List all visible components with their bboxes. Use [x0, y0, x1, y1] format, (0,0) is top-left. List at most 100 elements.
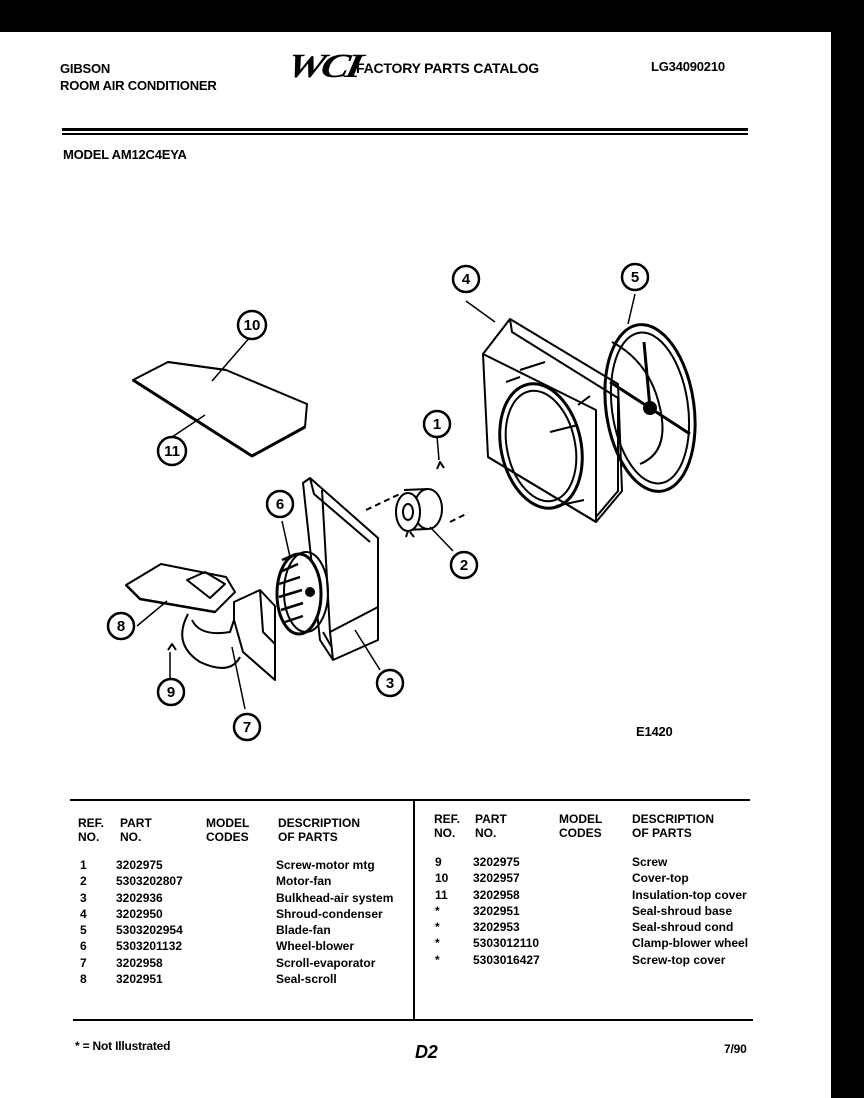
header-rule-bottom	[62, 133, 748, 135]
callout-9: 9	[156, 677, 186, 707]
table-row: 2 5303202807 Motor-fan	[80, 874, 416, 890]
header-ref-right: REF.NO.	[434, 812, 461, 840]
part-number-cell: 5303202807	[116, 874, 183, 889]
table-divider	[413, 801, 415, 1019]
svg-text:5: 5	[631, 269, 639, 286]
callout-8: 8	[106, 611, 136, 641]
description-cell: Seal-shroud base	[632, 903, 733, 918]
table-rule-bottom	[73, 1019, 753, 1021]
svg-text:2: 2	[460, 557, 468, 574]
part-number-cell: 3202957	[473, 871, 520, 886]
part-number-cell: 5303202954	[116, 923, 183, 938]
svg-text:4: 4	[462, 271, 471, 288]
ref-cell: 6	[80, 939, 87, 954]
table-row: 5 5303202954 Blade-fan	[80, 923, 416, 939]
part-number-cell: 3202975	[473, 855, 520, 869]
model-codes-cell	[206, 874, 276, 890]
model-codes-cell	[563, 936, 632, 952]
model-codes-cell	[563, 904, 632, 920]
table-rule-top	[70, 799, 750, 801]
model-codes-cell	[563, 953, 632, 969]
description-cell: Motor-fan	[276, 874, 332, 889]
ref-cell: 9	[435, 855, 442, 869]
svg-text:11: 11	[164, 443, 180, 460]
model-codes-cell	[206, 907, 276, 923]
svg-text:6: 6	[276, 496, 284, 513]
brand-name: GIBSON	[60, 61, 111, 76]
ref-cell: 7	[80, 955, 87, 970]
top-cover-part	[132, 361, 308, 458]
svg-text:3: 3	[386, 675, 394, 692]
model-number: MODEL AM12C4EYA	[63, 147, 187, 162]
description-cell: Wheel-blower	[276, 939, 355, 954]
catalog-date: 7/90	[724, 1042, 747, 1056]
callout-1: 1	[422, 409, 452, 439]
part-number-cell: 3202958	[473, 887, 520, 902]
description-cell: Screw	[632, 855, 668, 869]
exploded-parts-diagram: 1 2 3 4 5 6 7 8 9 10 11	[106, 262, 697, 742]
svg-text:7: 7	[243, 719, 251, 736]
svg-text:8: 8	[117, 618, 125, 635]
ref-cell: 4	[80, 906, 87, 921]
product-type: ROOM AIR CONDITIONER	[60, 78, 217, 93]
blower-wheel-part	[275, 551, 329, 636]
condenser-shroud-part	[482, 318, 623, 523]
not-illustrated-note: * = Not Illustrated	[75, 1039, 171, 1053]
part-number-cell: 5303012110	[473, 936, 540, 951]
ref-cell: 1	[80, 858, 87, 872]
ref-cell: 10	[435, 871, 449, 886]
part-number-cell: 3202975	[116, 858, 163, 872]
part-number-cell: 5303016427	[473, 952, 540, 967]
table-row: 9 3202975 Screw	[435, 855, 762, 871]
header-rule-top	[62, 128, 748, 131]
fan-blade-part	[603, 323, 697, 493]
callout-4: 4	[451, 264, 481, 294]
model-codes-cell	[206, 891, 276, 907]
part-number-cell: 3202951	[116, 972, 163, 987]
ref-cell: *	[435, 903, 440, 918]
ref-cell: *	[435, 952, 440, 967]
screw-motor-part	[436, 461, 445, 470]
model-codes-cell	[206, 939, 276, 955]
callout-7: 7	[232, 712, 262, 742]
callout-3: 3	[375, 668, 405, 698]
part-number-cell: 5303201132	[116, 939, 183, 954]
model-codes-cell	[206, 956, 276, 972]
ref-cell: 8	[80, 972, 87, 987]
ref-cell: 2	[80, 874, 87, 889]
figure-code: E1420	[636, 724, 673, 739]
model-codes-cell	[563, 920, 632, 936]
description-cell: Shroud-condenser	[276, 906, 383, 921]
ref-cell: 5	[80, 923, 87, 938]
model-codes-cell	[563, 855, 632, 871]
description-cell: Screw-motor mtg	[276, 858, 375, 872]
svg-text:1: 1	[433, 416, 441, 433]
callout-10: 10	[236, 309, 268, 341]
svg-text:9: 9	[167, 684, 175, 701]
table-row: 6 5303201132 Wheel-blower	[80, 939, 416, 955]
part-number-cell: 3202958	[116, 955, 163, 970]
model-codes-cell	[563, 871, 632, 887]
part-number-cell: 3202936	[116, 890, 163, 905]
description-cell: Clamp-blower wheel	[632, 936, 749, 951]
description-cell: Seal-shroud cond	[632, 920, 734, 935]
description-cell: Blade-fan	[276, 923, 331, 938]
page-number: D2	[415, 1042, 438, 1062]
catalog-title: FACTORY PARTS CATALOG	[356, 60, 539, 76]
ref-cell: *	[435, 920, 440, 935]
parts-table-left: 1 3202975 Screw-motor mtg 2 5303202807 Motor-…	[80, 858, 416, 988]
